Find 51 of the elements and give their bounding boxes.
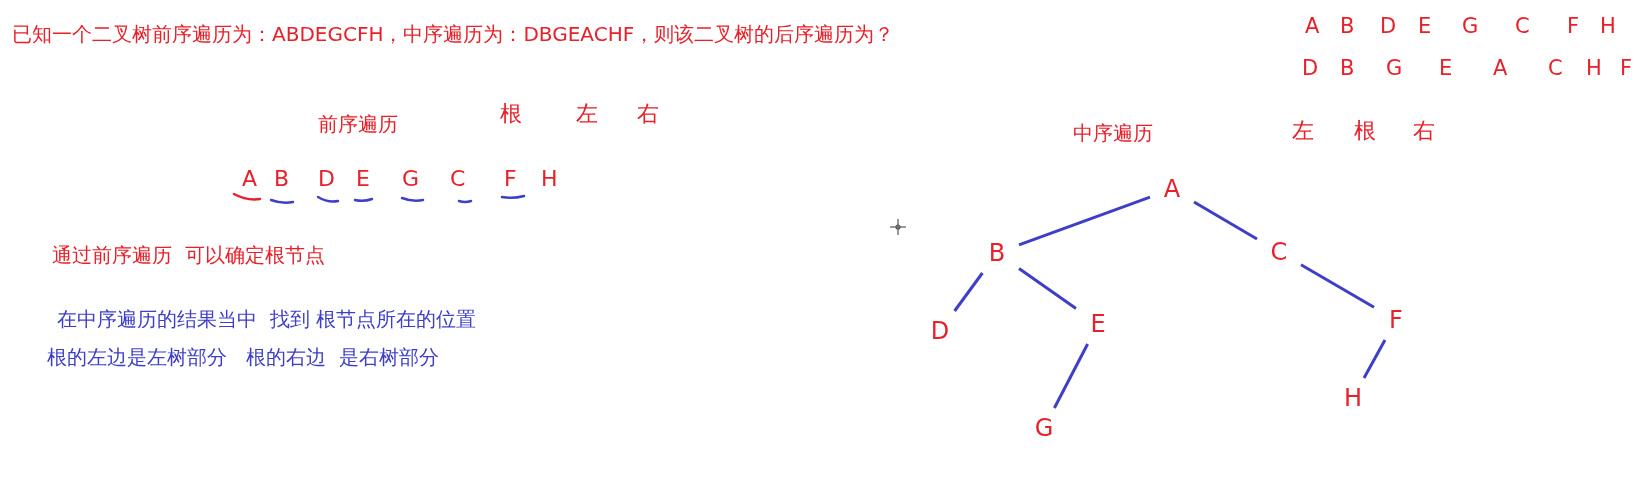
sequence-letter: F: [1567, 14, 1580, 40]
order-word: 右: [1413, 118, 1435, 145]
sequence-letter: H: [541, 166, 558, 193]
tree-node-letter: G: [1034, 414, 1054, 442]
sequence-letter: D: [318, 166, 335, 193]
sequence-letter: F: [1620, 56, 1633, 82]
sequence-letter: E: [1439, 56, 1453, 82]
sequence-letter: B: [1340, 14, 1355, 40]
tree-node-letter: F: [1389, 306, 1403, 334]
traversal-heading: 中序遍历: [1073, 121, 1153, 145]
tree-node-letter: D: [930, 317, 950, 345]
question-text: 已知一个二叉树前序遍历为：ABDEGCFH，中序遍历为：DBGEACHF，则该二叉树的后序遍历为？: [12, 22, 895, 46]
sequence-letter: E: [1418, 14, 1432, 40]
tree-node-letter: E: [1090, 310, 1106, 338]
order-word: 左: [576, 101, 598, 128]
sequence-letter: E: [356, 166, 370, 193]
tree-node-letter: A: [1163, 175, 1181, 203]
sequence-letter: H: [1586, 56, 1602, 82]
traversal-heading: 前序遍历: [318, 112, 398, 136]
note-text: 在中序遍历的结果当中 找到 根节点所在的位置: [57, 307, 477, 331]
sequence-letter: G: [1386, 56, 1403, 82]
tree-edge: [1053, 343, 1089, 409]
tree-node-letter: B: [988, 239, 1006, 267]
tree-node-letter: C: [1270, 238, 1288, 266]
order-word: 根: [500, 101, 522, 128]
tree-edge: [1362, 339, 1387, 379]
sequence-letter: B: [1340, 56, 1355, 82]
order-word: 根: [1354, 118, 1376, 145]
sequence-letter: B: [274, 166, 290, 193]
tree-edge: [1300, 263, 1375, 309]
sequence-letter: H: [1600, 14, 1616, 40]
tree-edge: [1018, 267, 1077, 310]
sequence-letter: C: [1548, 56, 1563, 82]
order-word: 右: [637, 101, 659, 128]
sequence-letter: G: [402, 166, 420, 193]
sequence-letter: A: [1305, 14, 1320, 40]
tree-edge: [1018, 195, 1151, 247]
tree-edge: [1193, 200, 1258, 241]
sequence-letter: F: [504, 166, 517, 193]
sequence-letter: A: [242, 166, 258, 193]
tree-node-letter: H: [1343, 384, 1362, 412]
sequence-letter: C: [450, 166, 466, 193]
sequence-letter: G: [1462, 14, 1479, 40]
note-text: 根的左边是左树部分 根的右边 是右树部分: [47, 345, 439, 369]
sequence-letter: A: [1493, 56, 1508, 82]
sequence-letter: D: [1380, 14, 1397, 40]
tree-edge: [953, 272, 984, 312]
sequence-letter: C: [1515, 14, 1530, 40]
order-word: 左: [1292, 118, 1314, 145]
sequence-letter: D: [1302, 56, 1319, 82]
note-text: 通过前序遍历 可以确定根节点: [52, 243, 325, 267]
